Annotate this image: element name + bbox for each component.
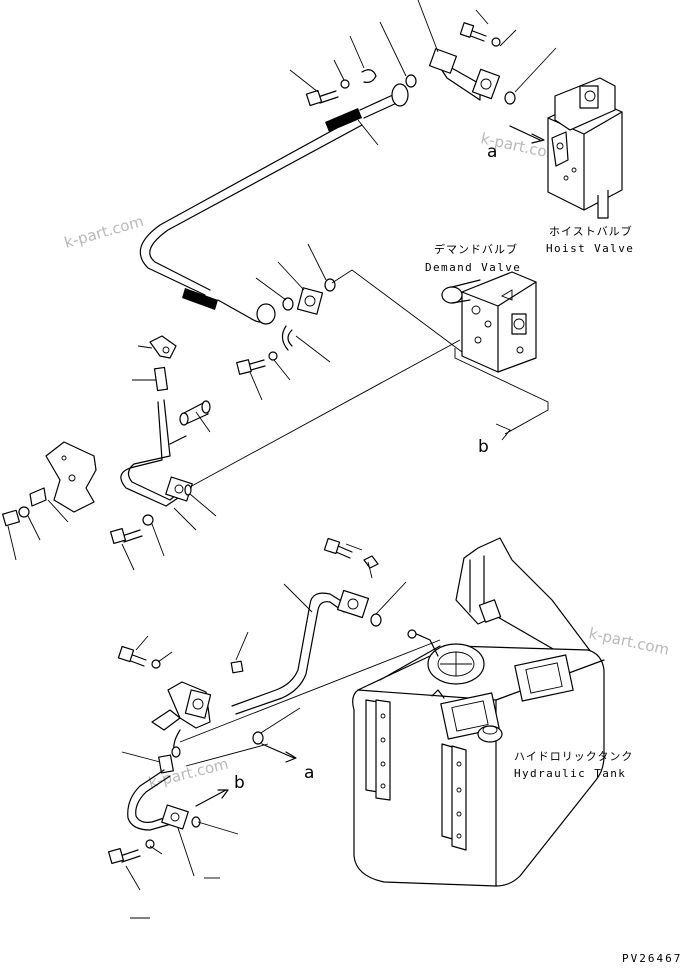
hydraulic-tank-label-en: Hydraulic Tank [514, 767, 626, 780]
demand-valve-label-jp: デマンドバルブ [434, 242, 518, 256]
ref-b-bottom: b [234, 773, 245, 793]
ref-b-middle: b [478, 437, 489, 457]
hoist-valve [509, 77, 623, 219]
leader-lines-left-mid [7, 345, 217, 571]
arrow-b-bottom [195, 789, 229, 807]
demand-valve-label-en: Demand Valve [425, 261, 521, 274]
leader-lines-top [289, 0, 557, 146]
upper-hose [139, 83, 409, 325]
hoist-valve-label-jp: ホイストバルブ [549, 224, 633, 238]
ref-a-bottom: a [304, 763, 314, 783]
ref-a-top: a [487, 142, 497, 162]
hoist-valve-label-en: Hoist Valve [546, 242, 634, 255]
leader-lines-demand [249, 243, 331, 401]
leader-lines-lower [121, 543, 407, 919]
demand-flange-parts [236, 278, 336, 375]
document-number: PV26467 [622, 952, 682, 965]
left-mid-assembly [2, 335, 211, 545]
top-fasteners [305, 22, 516, 107]
routing-lines-lower [179, 639, 441, 767]
arrow-a-bottom [261, 743, 297, 763]
hydraulic-tank-label-jp: ハイドロリックタンク [514, 750, 633, 763]
lower-pipe-assembly [107, 537, 382, 865]
demand-valve [441, 271, 537, 373]
hydraulic-tank [352, 537, 605, 887]
routing-lines-demand [187, 269, 549, 489]
watermark-2: k-part.com [62, 212, 145, 252]
watermark-3: k-part.com [587, 624, 671, 659]
hose-sleeve-upper [325, 108, 362, 132]
hose-sleeve-lower [182, 288, 218, 310]
